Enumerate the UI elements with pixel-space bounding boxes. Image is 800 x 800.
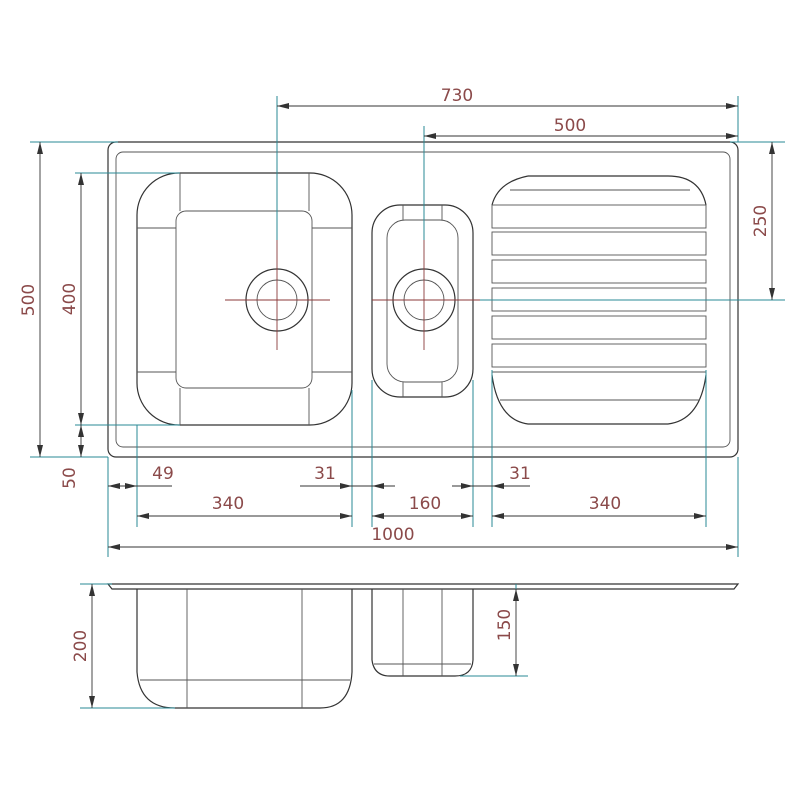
main-bowl: [136, 172, 353, 426]
dim-730: 730: [441, 86, 473, 106]
dimension-labels: 730 500 250 500 400 50 49 31 31 340 160 …: [19, 86, 771, 662]
dim-500-top: 500: [554, 116, 586, 136]
dim-340-right: 340: [589, 494, 621, 514]
dim-49: 49: [152, 464, 174, 484]
dim-50: 50: [60, 467, 80, 489]
side-view: [80, 583, 740, 709]
side-main-bowl: [136, 589, 353, 709]
dim-1000: 1000: [371, 525, 414, 545]
top-view: [30, 96, 785, 557]
dim-31-first: 31: [314, 464, 336, 484]
dim-200: 200: [71, 630, 91, 662]
dim-160: 160: [409, 494, 441, 514]
side-small-bowl: [371, 589, 474, 677]
small-bowl: [371, 204, 474, 398]
dim-340-left: 340: [212, 494, 244, 514]
dim-31-second: 31: [509, 464, 531, 484]
dim-250: 250: [751, 205, 771, 237]
dim-400: 400: [60, 283, 80, 315]
dim-150: 150: [495, 609, 515, 641]
side-rim: [106, 583, 740, 590]
dim-500-left: 500: [19, 284, 39, 316]
extension-lines: [30, 96, 785, 557]
dimension-lines: [37, 103, 775, 550]
